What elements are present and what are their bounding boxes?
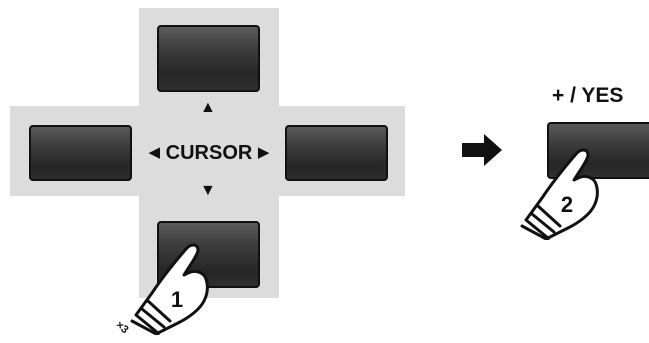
finger-press-icon: 1 bbox=[130, 243, 209, 335]
triangle-left-icon: ◀ bbox=[148, 144, 161, 161]
finger-press-icon: 2 bbox=[520, 148, 599, 240]
yes-button-label: + / YES bbox=[552, 84, 624, 107]
triangle-up-icon: ▲ bbox=[200, 99, 216, 116]
triangle-down-icon: ▼ bbox=[200, 182, 216, 199]
cursor-label-group: ◀ CURSOR ▶ bbox=[140, 141, 278, 165]
cursor-label: CURSOR bbox=[165, 142, 253, 164]
step2-number: 2 bbox=[561, 192, 573, 217]
cursor-left-button[interactable] bbox=[29, 125, 132, 181]
cursor-up-button[interactable] bbox=[157, 25, 260, 92]
triangle-right-icon: ▶ bbox=[257, 144, 270, 161]
step1-number: 1 bbox=[171, 287, 183, 312]
arrow-right-icon bbox=[462, 134, 502, 166]
cursor-right-button[interactable] bbox=[285, 125, 388, 181]
